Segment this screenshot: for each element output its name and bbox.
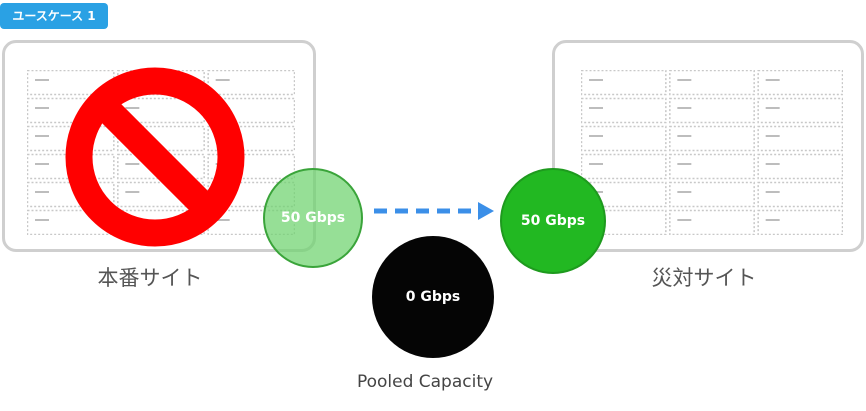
production-site-label: 本番サイト bbox=[97, 266, 203, 290]
rack-slot bbox=[757, 153, 843, 180]
rack-slot bbox=[757, 181, 843, 208]
dr-site-label: 災対サイト bbox=[651, 266, 757, 290]
dashed-arrow-right-icon bbox=[374, 202, 494, 220]
rack-slot bbox=[581, 70, 667, 96]
rack-slot bbox=[27, 70, 115, 96]
rack-slot bbox=[669, 181, 755, 208]
rack-slot bbox=[581, 125, 667, 152]
rack-slot bbox=[669, 70, 755, 96]
rack-slot bbox=[669, 125, 755, 152]
dr-capacity-bubble: 50 Gbps bbox=[500, 168, 606, 274]
pooled-capacity-label: Pooled Capacity bbox=[356, 372, 494, 392]
rack-slot bbox=[581, 153, 667, 180]
rack-slot bbox=[669, 97, 755, 124]
production-capacity-value: 50 Gbps bbox=[280, 210, 346, 226]
pooled-capacity-value: 0 Gbps bbox=[405, 289, 461, 305]
dr-server-rack bbox=[581, 70, 843, 235]
rack-slot bbox=[27, 209, 115, 235]
rack-slot bbox=[207, 125, 295, 152]
rack-slot bbox=[581, 97, 667, 124]
production-capacity-bubble: 50 Gbps bbox=[263, 168, 363, 268]
dr-site-frame bbox=[552, 40, 864, 252]
dr-capacity-value: 50 Gbps bbox=[520, 213, 586, 229]
rack-slot bbox=[117, 181, 205, 208]
rack-slot bbox=[669, 153, 755, 180]
rack-slot bbox=[27, 97, 115, 124]
rack-slot bbox=[757, 209, 843, 235]
rack-slot bbox=[757, 70, 843, 96]
use-case-badge: ユースケース 1 bbox=[0, 3, 108, 29]
rack-slot bbox=[27, 181, 115, 208]
rack-slot bbox=[207, 70, 295, 96]
no-entry-icon bbox=[65, 67, 245, 247]
pooled-capacity-bubble: 0 Gbps bbox=[372, 236, 494, 358]
rack-slot bbox=[757, 97, 843, 124]
rack-slot bbox=[207, 153, 295, 180]
rack-slot bbox=[757, 125, 843, 152]
rack-slot bbox=[669, 209, 755, 235]
